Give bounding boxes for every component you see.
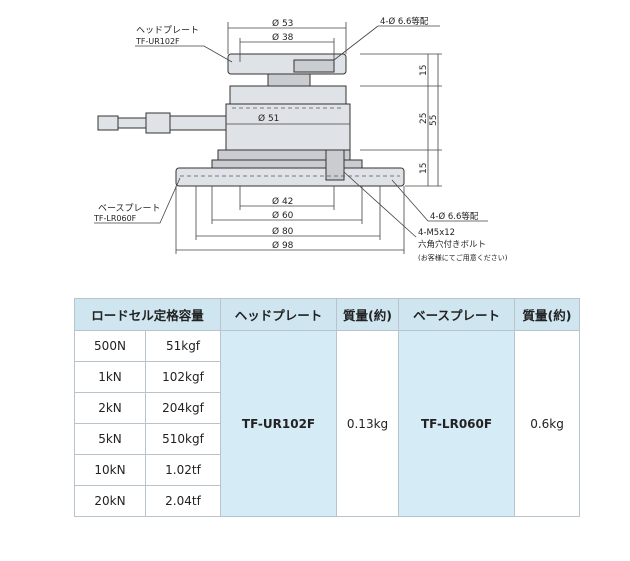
dim-h25: 25 xyxy=(419,113,429,124)
capacity-n: 10kN xyxy=(74,454,146,486)
dim-d98: Ø 98 xyxy=(272,240,294,251)
table-row: 1kN 102kgf xyxy=(74,361,580,393)
dim-d42: Ø 42 xyxy=(272,196,293,207)
header-head-mass: 質量(約) xyxy=(336,298,400,331)
base-plate xyxy=(175,149,405,187)
capacity-kgf: 204kgf xyxy=(144,392,222,424)
spec-table: ロードセル定格容量 ヘッドプレート 質量(約) ベースプレート 質量(約) 50… xyxy=(73,298,581,517)
head-plate-model: TF-UR102F xyxy=(220,330,338,517)
dim-d53: Ø 53 xyxy=(272,18,293,29)
table-row: 10kN 1.02tf xyxy=(74,454,580,486)
header-head-plate: ヘッドプレート xyxy=(220,298,338,331)
dim-d38: Ø 38 xyxy=(272,32,294,43)
assembly-drawing: ヘッドプレート TF-UR102F ベースプレート TF-LR060F Ø 53… xyxy=(93,16,508,262)
base-plate-label: ベースプレート xyxy=(98,203,161,214)
dim-d80: Ø 80 xyxy=(272,226,294,237)
base-plate-model: TF-LR060F xyxy=(398,330,516,517)
hole-top-label: 4-Ø 6.6等配 xyxy=(380,16,429,27)
bolt-type-label: 六角穴付きボルト xyxy=(418,239,486,250)
load-cell-body xyxy=(217,85,351,161)
table-row: 500N 51kgf TF-UR102F 0.13kg TF-LR060F 0.… xyxy=(74,330,581,517)
base-plate-mass: 0.6kg xyxy=(514,330,581,517)
head-plate-label: ヘッドプレート xyxy=(136,25,199,36)
capacity-n: 500N xyxy=(74,330,146,362)
hole-bottom-label: 4-Ø 6.6等配 xyxy=(430,211,479,222)
head-plate xyxy=(227,53,347,87)
capacity-kgf: 102kgf xyxy=(144,361,222,393)
capacity-kgf: 510kgf xyxy=(144,423,222,455)
header-capacity: ロードセル定格容量 xyxy=(73,298,222,331)
capacity-n: 20kN xyxy=(74,485,146,517)
cable-gland xyxy=(97,112,227,134)
table-row: 2kN 204kgf xyxy=(74,392,580,424)
head-plate-code: TF-UR102F xyxy=(135,37,180,46)
table-header-row: ロードセル定格容量 ヘッドプレート 質量(約) ベースプレート 質量(約) xyxy=(73,298,581,331)
capacity-n: 5kN xyxy=(74,423,146,455)
dim-d51: Ø 51 xyxy=(258,113,279,124)
header-base-mass: 質量(約) xyxy=(514,298,581,331)
capacity-n: 2kN xyxy=(74,392,146,424)
dim-h55: 55 xyxy=(429,115,439,126)
base-plate-code: TF-LR060F xyxy=(93,214,137,223)
capacity-kgf: 51kgf xyxy=(144,330,222,362)
bolt-size-label: 4-M5x12 xyxy=(418,228,455,238)
dim-d60: Ø 60 xyxy=(272,210,294,221)
dim-h15-top: 15 xyxy=(419,65,429,76)
dim-h15-bottom: 15 xyxy=(419,163,429,174)
table-row: 20kN 2.04tf xyxy=(74,485,580,517)
height-dims xyxy=(360,53,442,187)
header-base-plate: ベースプレート xyxy=(398,298,516,331)
capacity-kgf: 2.04tf xyxy=(144,485,222,517)
head-plate-mass: 0.13kg xyxy=(336,330,400,517)
bolt-note: (お客様にてご用意ください) xyxy=(418,253,508,262)
capacity-kgf: 1.02tf xyxy=(144,454,222,486)
capacity-n: 1kN xyxy=(74,361,146,393)
